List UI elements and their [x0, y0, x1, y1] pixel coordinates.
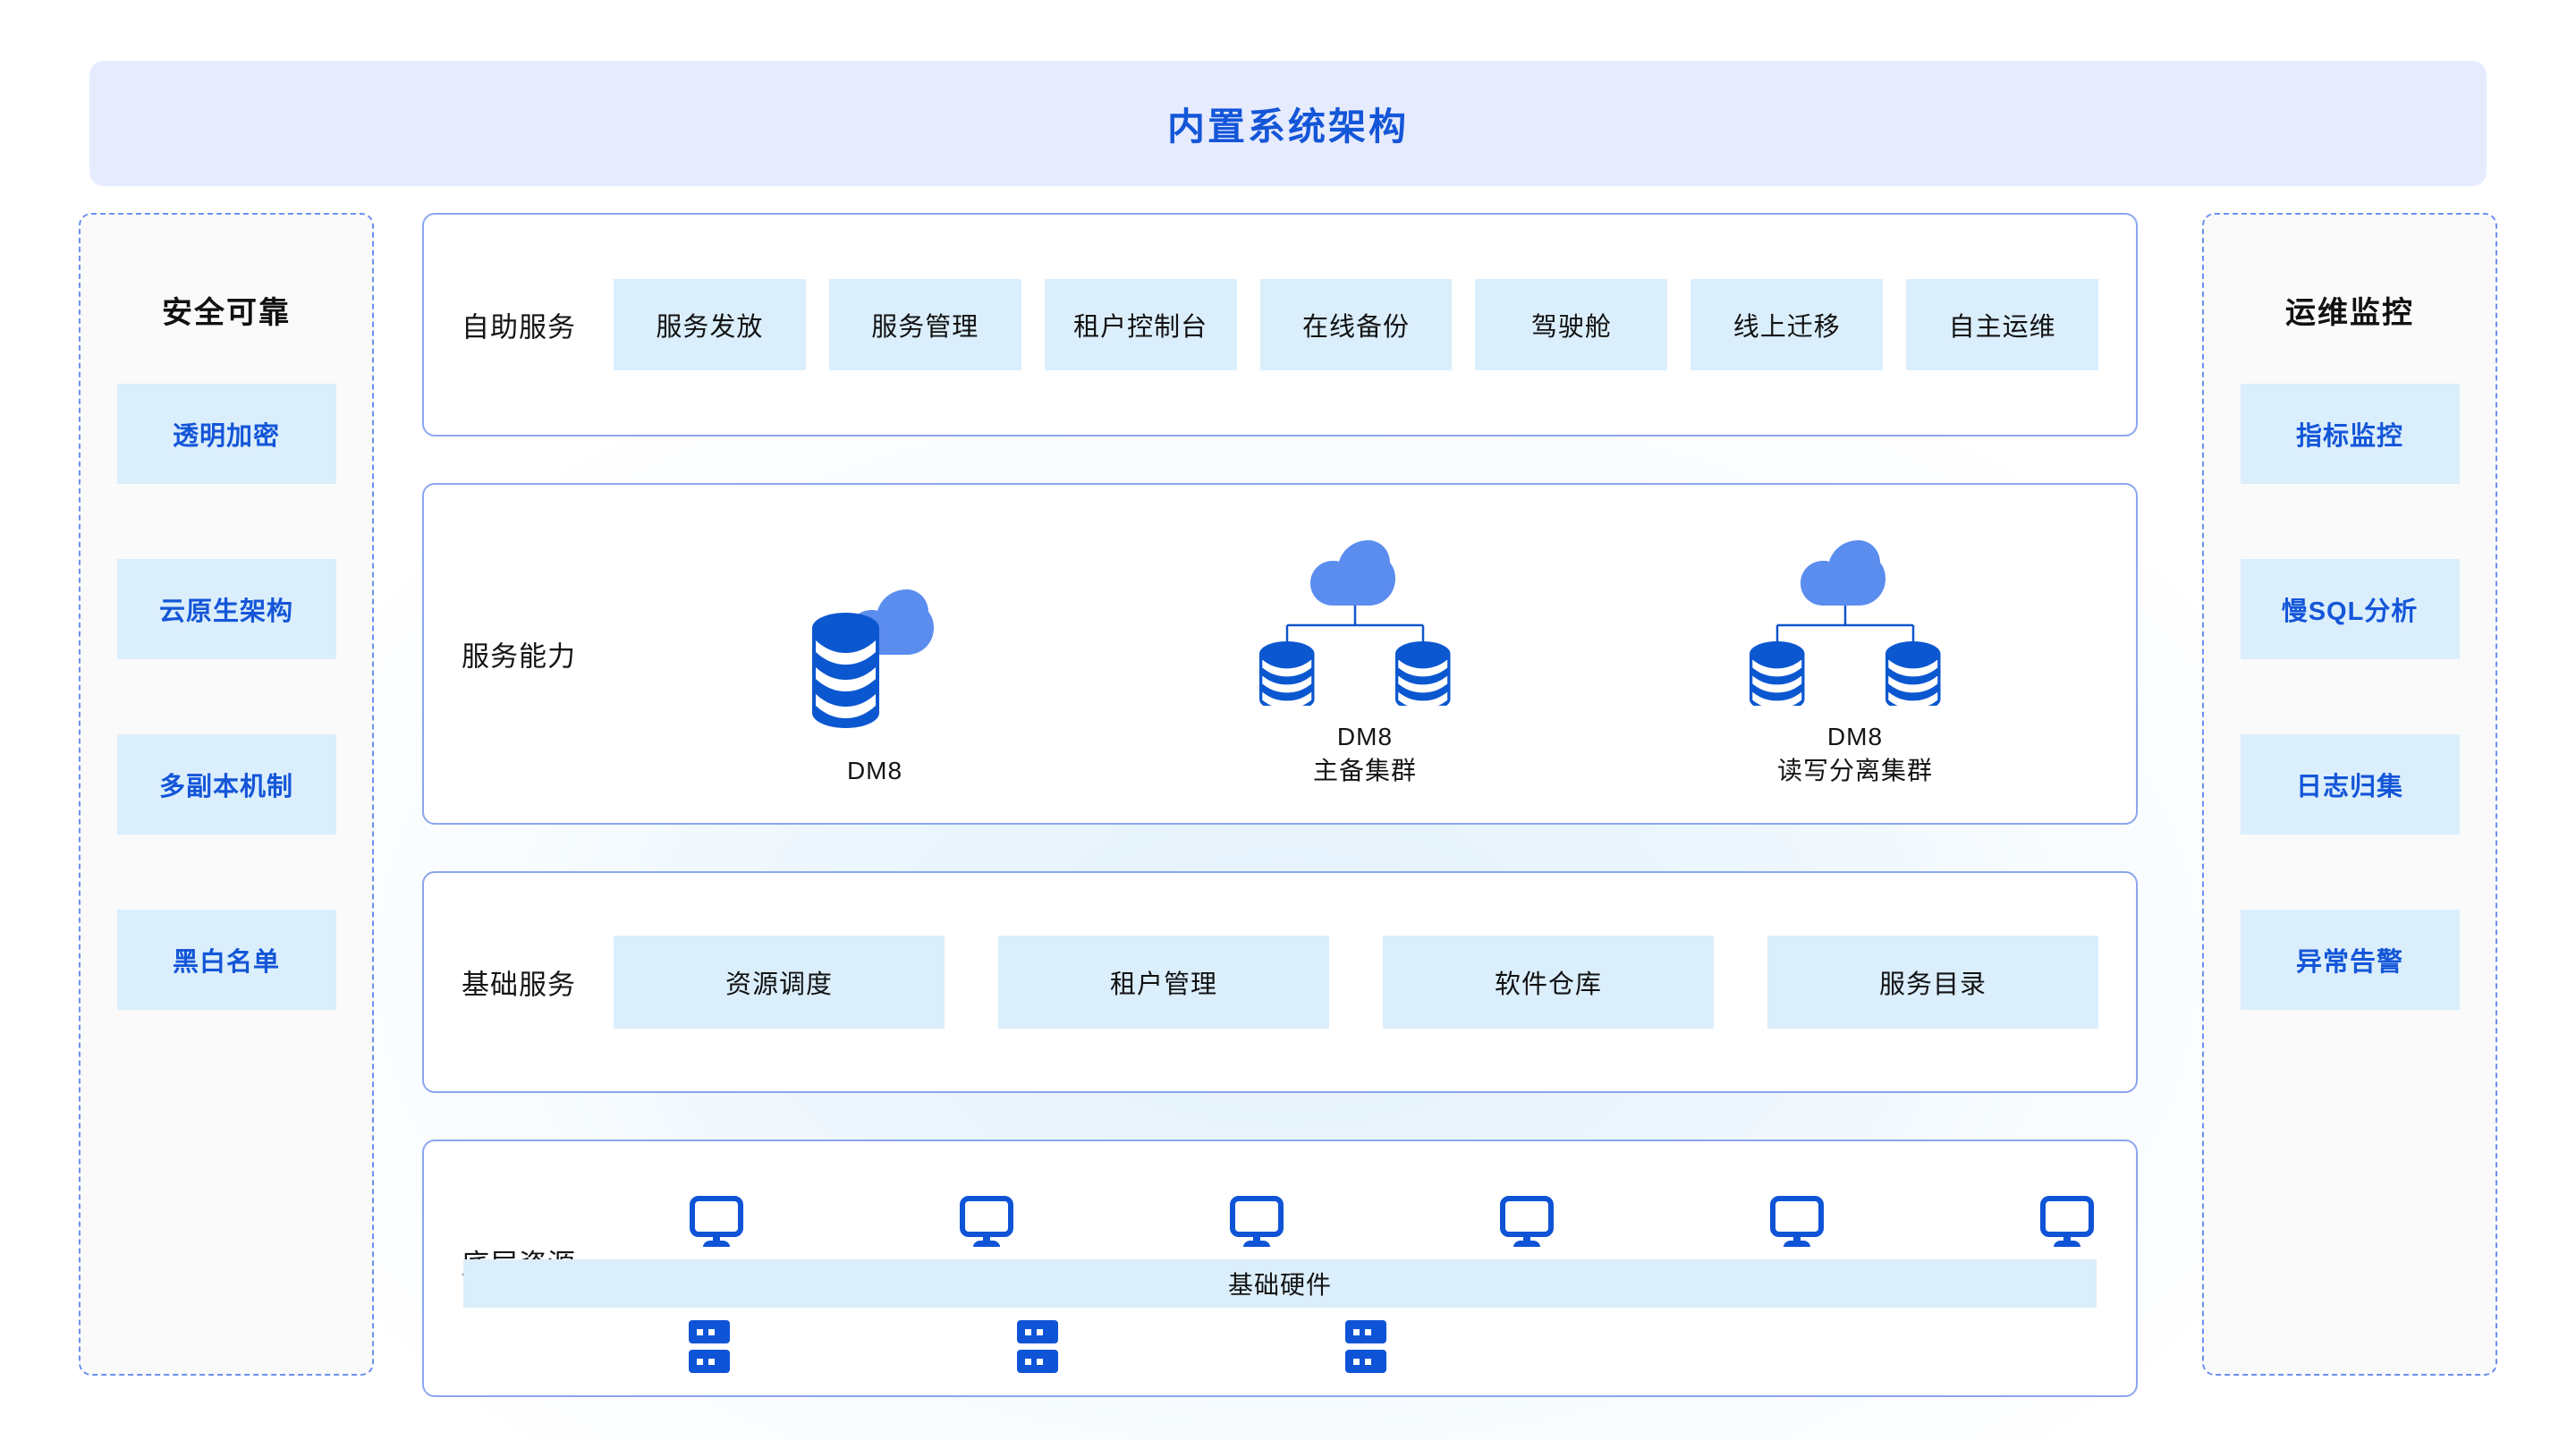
database-icon	[1259, 641, 1315, 713]
monitor-icon	[1770, 1196, 1824, 1247]
capability-unit-label: DM8	[846, 757, 903, 785]
row-label-self-service: 自助服务	[462, 311, 576, 343]
cluster-topology-icon	[1259, 540, 1451, 713]
basic-service-tag[interactable]: 资源调度	[614, 936, 945, 1029]
left-panel-item[interactable]: 黑白名单	[116, 910, 336, 1010]
server-row	[689, 1320, 1386, 1373]
right-panel-item[interactable]: 日志归集	[2240, 734, 2460, 835]
card-self-service: 自助服务 服务发放 服务管理 租户控制台 在线备份 驾驶舱 线上迁移 自主运维	[422, 213, 2138, 436]
cloud-icon	[1801, 540, 1885, 606]
right-panel-monitoring: 运维监控 指标监控 慢SQL分析 日志归集 异常告警	[2202, 213, 2497, 1376]
server-led	[1025, 1358, 1031, 1365]
self-service-tag[interactable]: 服务管理	[828, 279, 1021, 370]
server-led	[1353, 1328, 1360, 1335]
cloud-database-icon	[812, 589, 934, 729]
server-led	[1037, 1328, 1043, 1335]
row-label-service-capability: 服务能力	[462, 640, 576, 673]
monitor-icon	[1230, 1196, 1284, 1247]
self-service-tag[interactable]: 线上迁移	[1690, 279, 1884, 370]
monitor-icon	[960, 1196, 1013, 1247]
card-basic-service: 基础服务 资源调度 租户管理 软件仓库 服务目录	[422, 871, 2138, 1093]
server-unit	[689, 1350, 730, 1373]
monitor-icon	[690, 1196, 743, 1247]
cluster-topology-icon	[1750, 540, 1941, 713]
right-panel-items: 指标监控 慢SQL分析 日志归集 异常告警	[2204, 384, 2496, 1010]
server-led	[1025, 1328, 1031, 1335]
right-panel-item[interactable]: 异常告警	[2240, 910, 2460, 1010]
hardware-bar: 基础硬件	[463, 1259, 2097, 1308]
connector-lines	[1775, 606, 1915, 646]
self-service-tags: 服务发放 服务管理 租户控制台 在线备份 驾驶舱 线上迁移 自主运维	[614, 279, 2099, 370]
capability-units: DM8	[630, 485, 2100, 823]
page-title: 内置系统架构	[1166, 105, 1409, 148]
server-rack-icon	[689, 1320, 730, 1373]
center-column: 自助服务 服务发放 服务管理 租户控制台 在线备份 驾驶舱 线上迁移 自主运维 …	[422, 213, 2138, 1397]
left-panel-security: 安全可靠 透明加密 云原生架构 多副本机制 黑白名单	[79, 213, 374, 1376]
left-panel-item[interactable]: 云原生架构	[116, 559, 336, 659]
self-service-tag[interactable]: 服务发放	[614, 279, 806, 370]
title-banner: 内置系统架构	[89, 61, 2487, 186]
monitor-row	[689, 1165, 2095, 1250]
basic-service-tag[interactable]: 软件仓库	[1383, 936, 1714, 1029]
card-service-capability: 服务能力	[422, 483, 2138, 825]
server-led	[697, 1328, 703, 1335]
database-icon	[1395, 641, 1451, 713]
basic-service-tag[interactable]: 服务目录	[1767, 936, 2098, 1029]
database-icon	[1885, 641, 1941, 713]
capability-unit-cluster[interactable]: DM8 读写分离集群	[1667, 520, 2043, 788]
cloud-icon	[1310, 540, 1395, 606]
server-led	[708, 1358, 715, 1365]
self-service-tag[interactable]: 驾驶舱	[1475, 279, 1668, 370]
server-led	[1365, 1328, 1371, 1335]
left-panel-item[interactable]: 多副本机制	[116, 734, 336, 835]
server-rack-icon	[1017, 1320, 1058, 1373]
left-panel-item[interactable]: 透明加密	[116, 384, 336, 484]
server-led	[708, 1328, 715, 1335]
server-led	[1353, 1358, 1360, 1365]
self-service-tag[interactable]: 自主运维	[1906, 279, 2099, 370]
server-led	[1037, 1358, 1043, 1365]
right-panel-title: 运维监控	[2285, 296, 2414, 330]
dm8-read-write-split-graphic	[1667, 536, 2043, 713]
server-led	[1365, 1358, 1371, 1365]
server-unit	[689, 1320, 730, 1343]
right-panel-item[interactable]: 慢SQL分析	[2240, 559, 2460, 659]
server-unit	[1017, 1350, 1058, 1373]
server-led	[697, 1358, 703, 1365]
database-icon	[812, 613, 879, 729]
capability-unit-label: DM8 主备集群	[1312, 723, 1417, 785]
server-unit	[1017, 1320, 1058, 1343]
row-label-basic-service: 基础服务	[462, 969, 576, 1001]
connector-lines	[1285, 606, 1425, 646]
left-panel-items: 透明加密 云原生架构 多副本机制 黑白名单	[80, 384, 372, 1010]
capability-unit-single[interactable]: DM8	[687, 520, 1063, 788]
database-icon	[1750, 641, 1805, 713]
dm8-primary-standby-graphic	[1177, 536, 1553, 713]
self-service-tag[interactable]: 租户控制台	[1044, 279, 1237, 370]
infrastructure-inner: 底层资源 基础硬件	[424, 1141, 2136, 1395]
basic-service-tag[interactable]: 租户管理	[998, 936, 1329, 1029]
capability-unit-label: DM8 读写分离集群	[1776, 723, 1933, 785]
server-unit	[1345, 1350, 1386, 1373]
card-infrastructure: 底层资源 基础硬件	[422, 1140, 2138, 1397]
server-unit	[1345, 1320, 1386, 1343]
capability-unit-cluster[interactable]: DM8 主备集群	[1177, 520, 1553, 788]
left-panel-title: 安全可靠	[162, 296, 291, 330]
self-service-tag[interactable]: 在线备份	[1259, 279, 1453, 370]
monitor-icon	[1500, 1196, 1554, 1247]
dm8-single-graphic	[687, 570, 1063, 740]
monitor-icon	[2040, 1196, 2094, 1247]
server-rack-icon	[1345, 1320, 1386, 1373]
basic-service-tags: 资源调度 租户管理 软件仓库 服务目录	[614, 936, 2098, 1029]
right-panel-item[interactable]: 指标监控	[2240, 384, 2460, 484]
